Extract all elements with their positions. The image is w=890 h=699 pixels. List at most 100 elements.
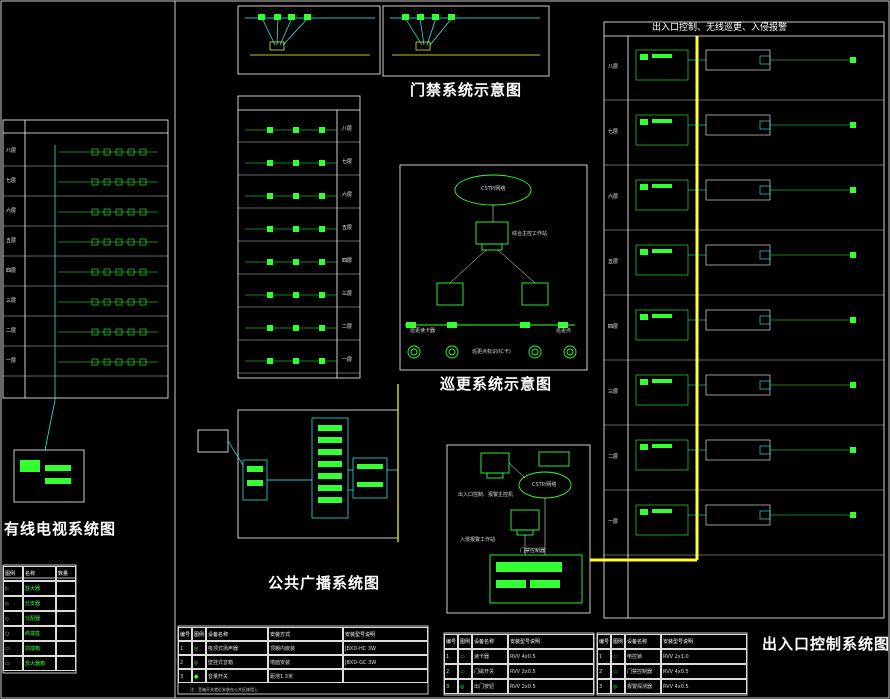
table-cell: ◎ xyxy=(458,679,472,694)
table-cell: ▭ xyxy=(611,649,625,664)
table-cell xyxy=(56,581,76,596)
table-header-cell: 安装方式 xyxy=(268,627,343,641)
table-cell: 3 xyxy=(444,679,458,694)
entry-floor-label: 五层 xyxy=(608,259,619,265)
entry-host-label: 出入口控制、报警主控机 xyxy=(458,492,514,498)
table-cell: JBXD-HC 3W xyxy=(343,641,428,655)
patrol-legend-label: 巡更点标识(IC卡) xyxy=(472,349,511,355)
table-cell: ◎ xyxy=(192,655,206,669)
table-cell xyxy=(56,596,76,611)
elevator-floor-label: 八层 xyxy=(342,126,353,132)
table-cell: 音量开关 xyxy=(206,669,268,683)
table-cell xyxy=(56,641,76,656)
access-title: 门禁系统示意图 xyxy=(410,81,523,99)
entry-floor-label: 四层 xyxy=(608,324,619,330)
table-header-cell: 编号 xyxy=(444,634,458,649)
entry-control-title: 出入口控制系统图 xyxy=(762,635,890,653)
entry-floor-label: 三层 xyxy=(608,389,619,395)
catv-floor-label: 四层 xyxy=(6,268,17,274)
table-cell: RVV 2x0.5 xyxy=(508,664,594,679)
catv-floor-label: 八层 xyxy=(6,148,17,154)
table-cell: ◇ xyxy=(3,611,23,626)
table-cell: ▭ xyxy=(3,656,23,671)
table-header-cell: 数量 xyxy=(56,566,76,581)
table-cell: ▷ xyxy=(3,581,23,596)
catv-title: 有线电视系统图 xyxy=(4,520,117,538)
table-header-cell: 名称 xyxy=(23,566,56,581)
catv-floor-label: 二层 xyxy=(6,328,17,334)
table-header-cell: 安装型号说明 xyxy=(661,634,747,649)
table-cell xyxy=(56,611,76,626)
elevator-floor-label: 四层 xyxy=(342,258,353,264)
table-cell: 放大器箱 xyxy=(23,656,56,671)
table-header-cell: 图例 xyxy=(458,634,472,649)
table-cell: 出门按钮 xyxy=(472,679,508,694)
table-cell: 3 xyxy=(178,669,192,683)
table-cell: ○ xyxy=(3,626,23,641)
table-cell: 2 xyxy=(178,655,192,669)
table-cell: 报警探测器 xyxy=(625,679,661,694)
table-cell: 墙面安装 xyxy=(268,655,343,669)
table-cell: 放大器 xyxy=(23,581,56,596)
catv-floor-label: 三层 xyxy=(6,298,17,304)
entry-network-label: CSTP/网络 xyxy=(532,482,557,488)
catv-floor-label: 六层 xyxy=(6,208,17,214)
table-cell: 距地1.3米 xyxy=(268,669,343,683)
entry-alarm-workstation-label: 入侵报警工作站 xyxy=(460,537,496,543)
patrol-station-label: 巡更点 xyxy=(556,328,572,334)
broadcast-note: 注：音箱开关就近安装在公共区域墙上 xyxy=(190,687,258,692)
table-cell xyxy=(56,626,76,641)
table-cell: 壁挂式音箱 xyxy=(206,655,268,669)
table-cell: ▭ xyxy=(458,664,472,679)
table-cell: 前端箱 xyxy=(23,641,56,656)
elevator-floor-label: 二层 xyxy=(342,324,353,330)
broadcast-title: 公共广播系统图 xyxy=(268,574,381,592)
elevator-floor-label: 三层 xyxy=(342,291,353,297)
table-header-cell: 安装型号说明 xyxy=(343,627,428,641)
catv-floor-label: 七层 xyxy=(6,178,17,184)
table-header-cell: 安装型号说明 xyxy=(508,634,594,649)
table-cell: 2 xyxy=(444,664,458,679)
table-cell: 门磁开关 xyxy=(472,664,508,679)
table-cell: RVV 4x0.5 xyxy=(661,664,747,679)
table-cell: ▭ xyxy=(611,664,625,679)
table-cell: 终端盒 xyxy=(23,626,56,641)
entry-floor-label: 二层 xyxy=(608,454,619,460)
entry-floor-label: 八层 xyxy=(608,64,619,70)
table-cell: 读卡器 xyxy=(472,649,508,664)
table-cell: ▭ xyxy=(458,649,472,664)
table-cell: RVV 2x1.0 xyxy=(661,649,747,664)
table-header-cell: 编号 xyxy=(178,627,192,641)
catv-floor-label: 一层 xyxy=(6,358,17,364)
catv-floor-label: 五层 xyxy=(6,238,17,244)
entry-control-header: 出入口控制、无线巡更、入侵报警 xyxy=(652,23,788,33)
table-cell: ● xyxy=(192,669,206,683)
table-cell: ◎ xyxy=(611,679,625,694)
table-cell: RVV 2x0.5 xyxy=(508,679,594,694)
elevator-floor-label: 一层 xyxy=(342,357,353,363)
table-cell: 1 xyxy=(444,649,458,664)
elevator-floor-label: 七层 xyxy=(342,159,353,165)
table-cell: RVV 4x0.5 xyxy=(661,679,747,694)
table-cell: 门禁控制器 xyxy=(625,664,661,679)
table-header-cell: 编号 xyxy=(597,634,611,649)
table-header-cell: 图例 xyxy=(192,627,206,641)
table-cell: 2 xyxy=(597,664,611,679)
table-header-cell: 设备名称 xyxy=(206,627,268,641)
table-cell: 3 xyxy=(597,679,611,694)
table-header-cell: 设备名称 xyxy=(472,634,508,649)
table-cell: 1 xyxy=(597,649,611,664)
table-cell: RVV 4x0.5 xyxy=(508,649,594,664)
table-cell: 1 xyxy=(178,641,192,655)
patrol-title: 巡更系统示意图 xyxy=(440,375,553,393)
table-cell: 分支器 xyxy=(23,596,56,611)
elevator-floor-label: 六层 xyxy=(342,192,353,198)
table-cell: ◇ xyxy=(3,596,23,611)
table-cell: ▭ xyxy=(3,641,23,656)
table-header-cell: 设备名称 xyxy=(625,634,661,649)
entry-floor-label: 一层 xyxy=(608,519,619,525)
table-cell: 电控锁 xyxy=(625,649,661,664)
table-cell: 顶棚内嵌装 xyxy=(268,641,343,655)
entry-controller-label: 门禁控制器 xyxy=(520,548,546,554)
